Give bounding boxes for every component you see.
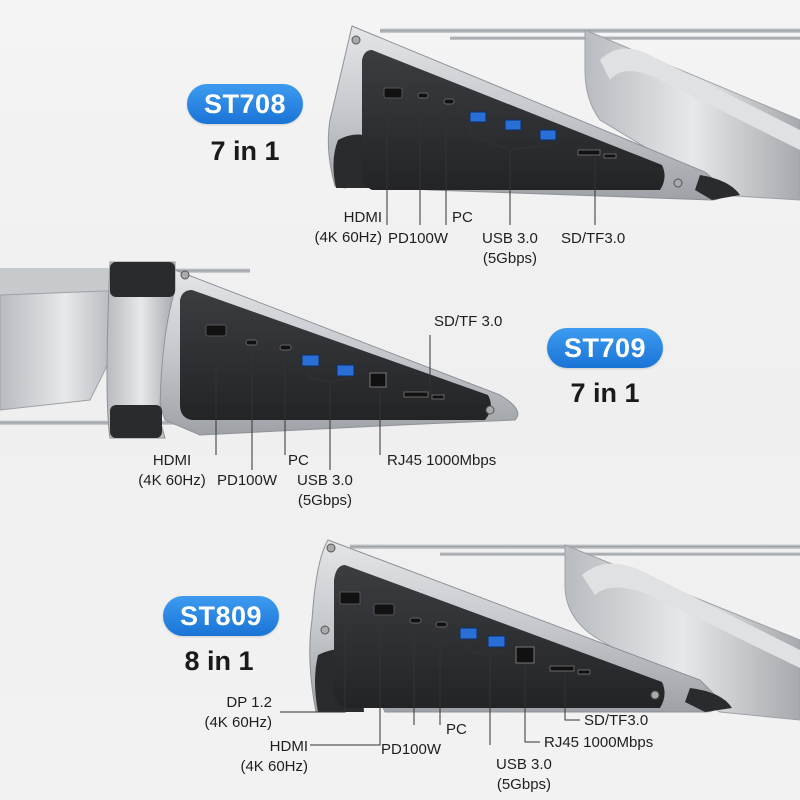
st709-label-sdtf: SD/TF 3.0: [434, 313, 503, 330]
st709-label-rj45: RJ45 1000Mbps: [387, 452, 497, 469]
st809-label-sdtf: SD/TF3.0: [584, 712, 649, 729]
st809-label-rj45: RJ45 1000Mbps: [544, 734, 654, 751]
st709-label-pc: PC: [288, 452, 309, 469]
st708-ports-count: 7 in 1: [210, 136, 280, 166]
st809-model-badge: ST809: [163, 596, 279, 636]
st708-label-pc: PC: [452, 209, 473, 226]
st708-label-pd100w: PD100W: [388, 230, 449, 247]
st809-stand: [280, 539, 800, 746]
st708-model-badge: ST708: [187, 84, 303, 124]
st809-label-dp12: DP 1.2 (4K 60Hz): [204, 694, 272, 731]
st809-label-usb30: USB 3.0 (5Gbps): [496, 756, 552, 793]
st709-ports-count: 7 in 1: [570, 378, 640, 408]
st809-label-pd100w: PD100W: [381, 741, 442, 758]
st709-label-usb30: USB 3.0 (5Gbps): [297, 472, 353, 509]
st809-label-pc: PC: [446, 721, 467, 738]
st809-ports-count: 8 in 1: [184, 646, 254, 676]
st809-label-hdmi: HDMI (4K 60Hz): [240, 738, 308, 775]
st708-label-usb30: USB 3.0 (5Gbps): [482, 230, 538, 267]
st709-model-badge: ST709: [547, 328, 663, 368]
st709-label-hdmi: HDMI (4K 60Hz): [138, 452, 206, 489]
st709-label-pd100w: PD100W: [217, 472, 278, 489]
st708-label-sdtf: SD/TF3.0: [561, 230, 626, 247]
st709-stand: [0, 261, 519, 470]
st708-stand: [327, 25, 800, 225]
st708-label-hdmi: HDMI (4K 60Hz): [314, 209, 382, 246]
